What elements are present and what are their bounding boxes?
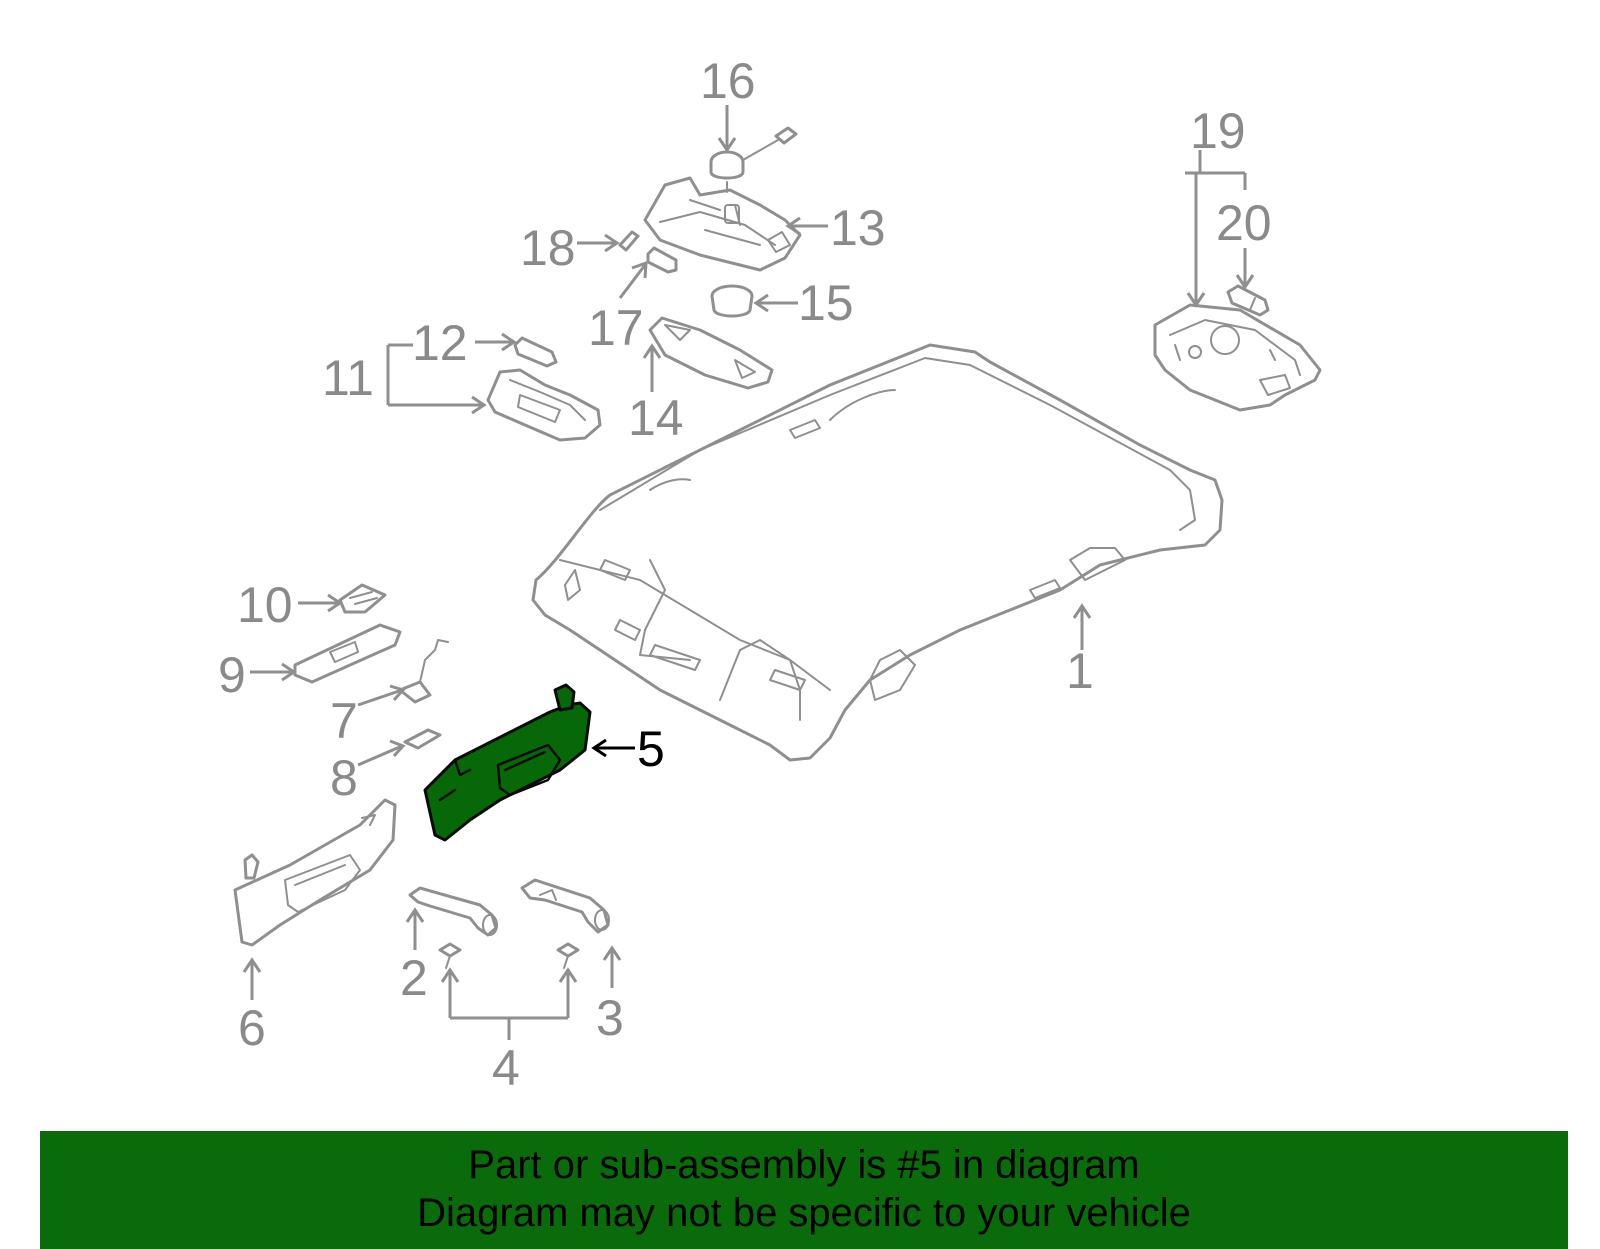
callout-18: 18	[520, 220, 576, 276]
dome-lamp-part-19[interactable]	[1153, 303, 1322, 412]
callout-7: 7	[330, 693, 358, 749]
info-banner: Part or sub-assembly is #5 in diagram Di…	[40, 1131, 1568, 1249]
callout-14: 14	[628, 390, 684, 446]
bulb-part-20[interactable]	[1226, 284, 1270, 317]
clip-part-18[interactable]	[618, 230, 640, 252]
callout-11: 11	[322, 350, 374, 406]
screw-part-4-right[interactable]	[556, 942, 580, 969]
parts-diagram: 1 2 3 4 5 6 7 8 9 10 11 12 13 14 15 16 1…	[218, 53, 1322, 1096]
callout-1: 1	[1066, 643, 1094, 699]
callout-5: 5	[637, 721, 665, 777]
sun-visor-part-6[interactable]	[233, 798, 397, 947]
callout-4: 4	[492, 1040, 520, 1096]
callout-2: 2	[400, 950, 428, 1006]
switch-part-16[interactable]	[709, 126, 798, 193]
assist-grip-part-3[interactable]	[520, 878, 610, 934]
callout-labels: 1 2 3 4 5 6 7 8 9 10 11 12 13 14 15 16 1…	[218, 53, 1272, 1096]
grommet-part-15[interactable]	[710, 284, 754, 318]
holder-part-9[interactable]	[293, 623, 402, 684]
sun-visor-part-5[interactable]	[423, 683, 592, 842]
map-lamp-part-13[interactable]	[643, 176, 802, 272]
bulb-part-12[interactable]	[513, 336, 558, 368]
callout-6: 6	[238, 1000, 266, 1056]
bracket-part-7[interactable]	[398, 639, 449, 704]
courtesy-lamp-part-11[interactable]	[486, 368, 602, 442]
callout-13: 13	[830, 200, 886, 256]
callout-12: 12	[412, 315, 468, 371]
callout-9: 9	[218, 647, 246, 703]
callout-15: 15	[798, 275, 854, 331]
leader-lines	[242, 105, 1255, 1040]
callout-8: 8	[330, 750, 358, 806]
callout-19: 19	[1190, 103, 1246, 159]
callout-10: 10	[237, 577, 293, 633]
banner-line-2: Diagram may not be specific to your vehi…	[417, 1191, 1191, 1235]
headliner-part-1[interactable]	[531, 343, 1224, 762]
bulb-part-17[interactable]	[646, 246, 678, 274]
callout-20: 20	[1216, 195, 1272, 251]
callout-3: 3	[596, 990, 624, 1046]
screw-part-4-left[interactable]	[438, 942, 462, 969]
callout-17: 17	[588, 300, 644, 356]
assist-grip-part-2[interactable]	[408, 886, 498, 937]
clip-part-10[interactable]	[338, 583, 387, 614]
banner-line-1: Part or sub-assembly is #5 in diagram	[468, 1143, 1140, 1187]
clip-part-8[interactable]	[403, 728, 442, 750]
callout-16: 16	[700, 53, 756, 109]
lens-part-14[interactable]	[648, 316, 774, 390]
